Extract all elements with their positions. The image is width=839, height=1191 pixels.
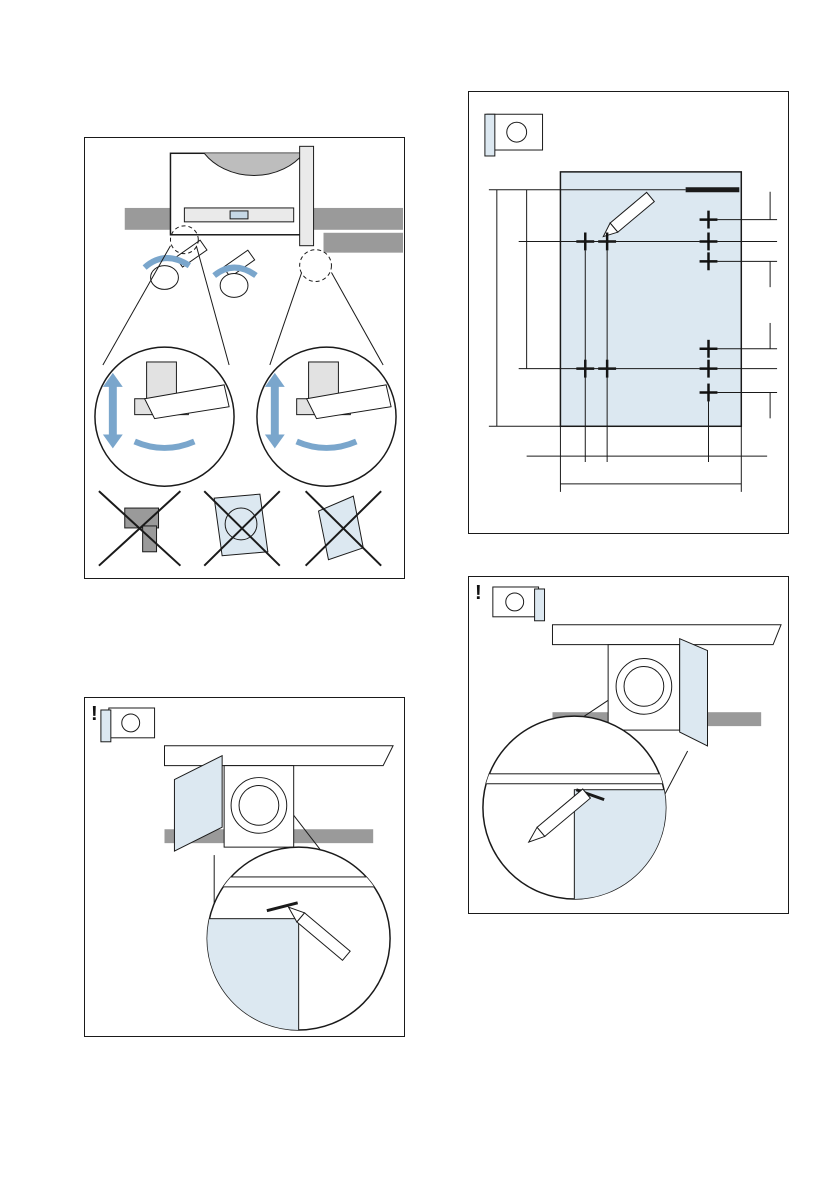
- foot-detail-left: [95, 347, 234, 486]
- mark-door-right-drawing: [469, 577, 788, 913]
- marking-detail: [204, 847, 403, 1036]
- mark-door-left-drawing: [85, 698, 404, 1036]
- appliance-thumbnail-icon: [101, 708, 155, 742]
- appliance-thumbnail-icon: [485, 114, 543, 156]
- worktop: [165, 746, 394, 766]
- prohibited-tilted-side: [306, 491, 382, 566]
- door-panel: [560, 172, 741, 426]
- foot-detail-right: [257, 347, 396, 486]
- spanner-left: [145, 240, 207, 289]
- feet-adjustment-illustration: [84, 137, 405, 579]
- appliance-thumbnail-icon: [493, 587, 545, 621]
- detail-marker-right: [300, 250, 332, 282]
- floor-strip-right: [324, 233, 404, 253]
- door-template-drawing: [469, 92, 788, 533]
- mark-door-right-illustration: !: [468, 576, 789, 914]
- spanner-right: [214, 250, 256, 297]
- feet-adjustment-drawing: [85, 138, 404, 578]
- marking-detail: [479, 716, 684, 909]
- worktop: [552, 625, 781, 645]
- prohibited-drill: [99, 491, 180, 566]
- furniture-door: [680, 639, 708, 746]
- mark-door-left-illustration: !: [84, 697, 405, 1037]
- prohibited-tilted-back: [204, 491, 280, 566]
- drill-icon: [125, 508, 159, 528]
- door-template-illustration: [468, 91, 789, 534]
